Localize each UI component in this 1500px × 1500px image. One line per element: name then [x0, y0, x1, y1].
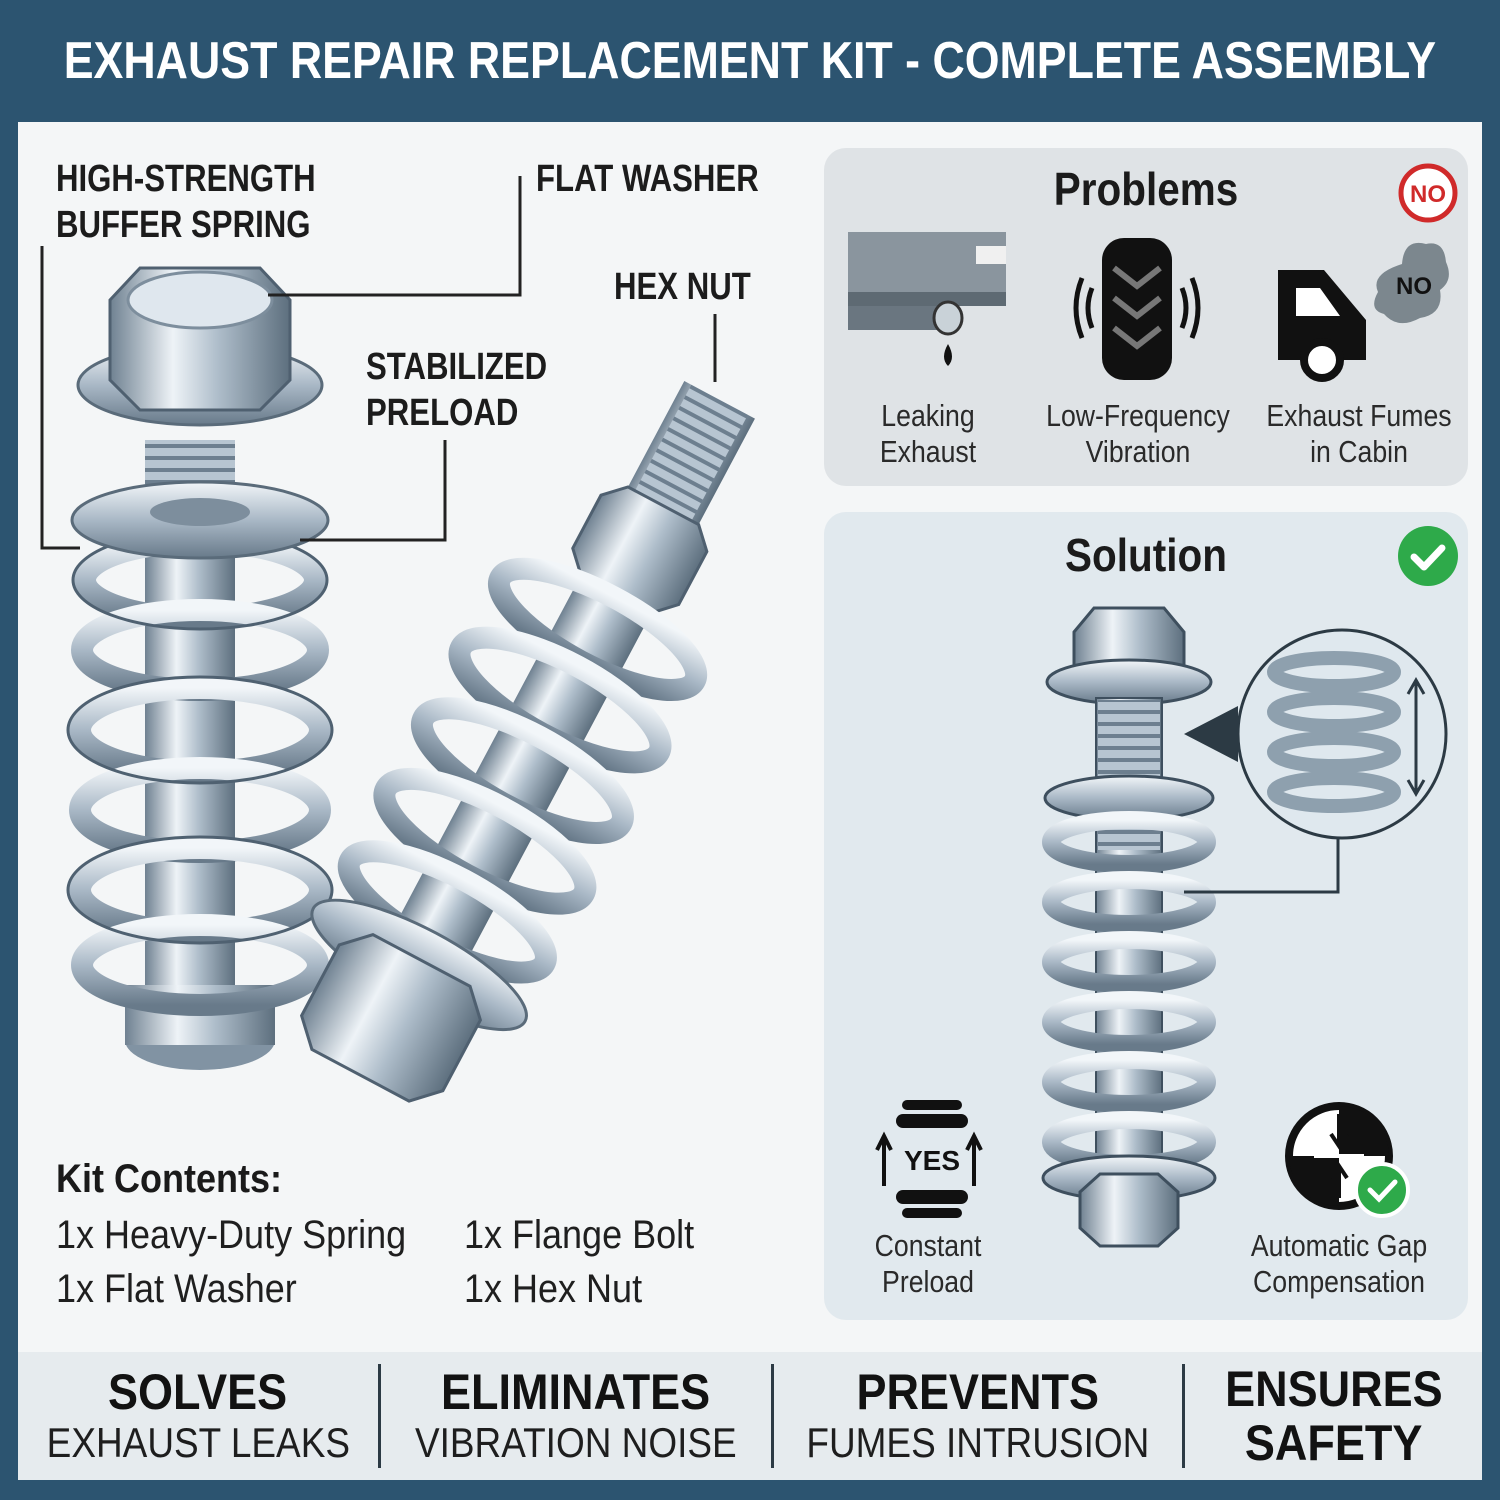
solution-title: Solution [1065, 529, 1227, 581]
solution-panel: Solution [824, 512, 1468, 1320]
benefits-footer: SOLVES EXHAUST LEAKS ELIMINATES VIBRATIO… [18, 1352, 1482, 1480]
solution-label-gap: Automatic Gap Compensation [1250, 1228, 1428, 1299]
benefit-ensures: ENSURES SAFETY [1224, 1361, 1443, 1471]
solution-label-preload: Constant Preload [874, 1228, 982, 1299]
problem-label-leaking: Leaking Exhaust [879, 398, 977, 469]
gap-compensation-icon [1285, 1102, 1410, 1218]
kit-item-hex-nut: 1x Hex Nut [464, 1267, 643, 1311]
right-spring [337, 557, 708, 984]
callout-buffer-spring: HIGH-STRENGTH BUFFER SPRING [56, 158, 316, 246]
solution-bolt-illustration [1041, 606, 1448, 1248]
footer-divider [1182, 1364, 1185, 1468]
problem-label-vibration: Low-Frequency Vibration [1046, 398, 1230, 469]
left-spring-outline [66, 529, 334, 945]
product-illustration [40, 176, 755, 1103]
page-title: EXHAUST REPAIR REPLACEMENT KIT - COMPLET… [63, 32, 1437, 90]
page-header: EXHAUST REPAIR REPLACEMENT KIT - COMPLET… [0, 0, 1500, 122]
check-badge-icon [1398, 526, 1458, 586]
problem-label-fumes: Exhaust Fumes in Cabin [1266, 398, 1452, 469]
footer-divider [378, 1364, 381, 1468]
right-bolt-assembly [299, 381, 755, 1103]
kit-contents-title: Kit Contents: [56, 1157, 282, 1201]
callout-stabilized-preload: STABILIZED PRELOAD [366, 346, 548, 434]
problems-panel: Problems NO NO Leaking Exhaust Low-Frequ… [824, 148, 1468, 486]
kit-item-spring: 1x Heavy-Duty Spring [56, 1213, 407, 1257]
callout-flat-washer: FLAT WASHER [536, 158, 759, 200]
benefit-solves: SOLVES EXHAUST LEAKS [46, 1364, 350, 1466]
left-spring [69, 531, 331, 1016]
bottom-strip [0, 1480, 1500, 1500]
kit-item-washer: 1x Flat Washer [56, 1267, 297, 1311]
benefit-prevents: PREVENTS FUMES INTRUSION [806, 1364, 1150, 1466]
svg-text:NO: NO [1410, 181, 1446, 208]
constant-preload-icon: YES [875, 1100, 983, 1218]
no-badge-icon: NO [1398, 163, 1458, 223]
fumes-in-cabin-icon: NO [1278, 242, 1449, 382]
callout-hex-nut: HEX NUT [614, 266, 751, 308]
svg-text:NO: NO [1396, 273, 1432, 300]
kit-item-flange-bolt: 1x Flange Bolt [464, 1213, 695, 1257]
benefit-eliminates: ELIMINATES VIBRATION NOISE [415, 1364, 737, 1466]
vibration-icon [1073, 238, 1201, 380]
problems-title: Problems [1053, 163, 1239, 215]
right-hex-head [299, 933, 483, 1103]
solution-spring [1042, 811, 1216, 1173]
svg-text:YES: YES [904, 1145, 960, 1176]
footer-divider [771, 1364, 774, 1468]
callout-leader-lines [40, 176, 717, 550]
leaking-exhaust-icon [848, 232, 1006, 366]
left-bolt-assembly [66, 266, 334, 1070]
